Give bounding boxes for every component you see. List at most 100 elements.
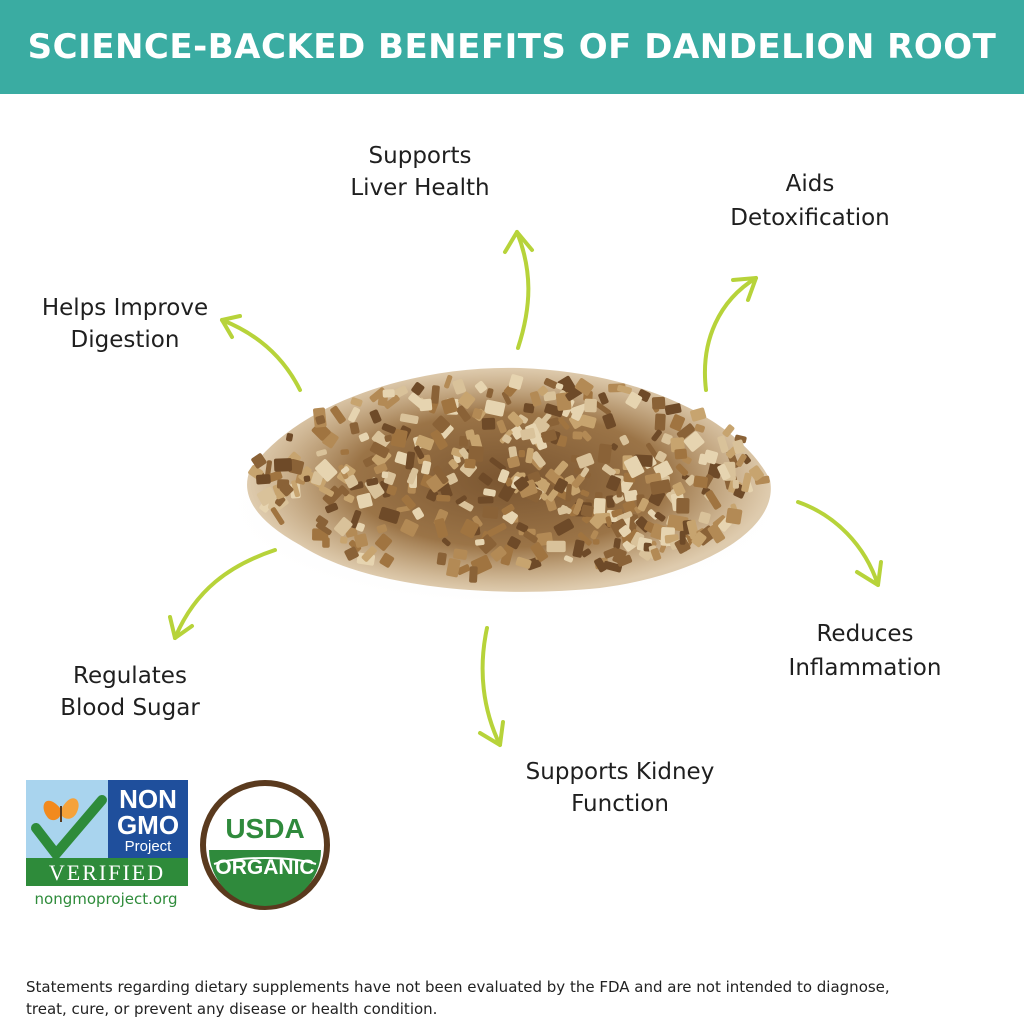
root-chip <box>523 530 538 543</box>
root-chip <box>516 522 529 533</box>
root-chip <box>436 494 451 502</box>
root-chip <box>674 537 691 554</box>
root-chip <box>572 539 585 558</box>
root-chip <box>654 511 666 522</box>
root-chip <box>560 505 572 515</box>
root-chip <box>669 414 686 432</box>
benefit-inflammation-line2: Inflammation <box>788 655 942 681</box>
root-chip <box>577 532 592 546</box>
benefit-liver-health: Supports Liver Health <box>330 140 510 204</box>
root-chip <box>584 398 597 413</box>
root-chip <box>458 391 476 409</box>
root-chip <box>412 507 424 520</box>
root-chip <box>520 427 536 441</box>
root-chip <box>525 447 534 464</box>
root-chip <box>580 489 590 497</box>
root-chip <box>725 507 743 525</box>
root-chip <box>717 463 731 481</box>
root-chip <box>456 405 471 422</box>
root-chip <box>298 466 312 481</box>
benefit-inflammation-line1: Reduces <box>816 621 914 647</box>
root-chip <box>459 447 471 461</box>
root-chip <box>448 459 459 470</box>
root-chip <box>472 408 483 420</box>
root-chip <box>748 465 764 481</box>
root-chip <box>381 423 396 434</box>
root-chip <box>465 429 476 440</box>
checkmark-icon <box>31 795 107 862</box>
usda-bottom-text: ORGANIC <box>215 856 314 879</box>
root-chip <box>675 463 689 477</box>
root-chip <box>256 474 271 485</box>
root-chip <box>369 441 390 459</box>
root-chip <box>508 446 518 459</box>
root-chip <box>371 430 391 449</box>
root-chip <box>622 500 638 515</box>
root-chip <box>291 480 300 498</box>
root-chip <box>553 518 574 536</box>
root-chip <box>490 545 507 562</box>
root-chip <box>325 502 339 514</box>
root-chip <box>349 422 360 435</box>
root-chip <box>557 375 576 395</box>
root-chip <box>478 472 493 486</box>
root-chip <box>630 531 645 547</box>
root-chip <box>572 431 583 440</box>
root-chip <box>401 494 416 510</box>
root-chip <box>530 542 549 562</box>
root-chip <box>455 495 467 505</box>
root-chip <box>349 509 362 529</box>
root-chip <box>540 492 549 501</box>
root-chip <box>546 540 566 553</box>
benefit-digestion: Helps Improve Digestion <box>30 292 220 356</box>
root-chip <box>694 423 705 433</box>
root-chip <box>563 555 574 563</box>
root-chip <box>606 475 621 492</box>
root-chip <box>452 378 467 395</box>
root-chip <box>672 482 686 497</box>
root-chip <box>513 476 529 492</box>
root-chip <box>396 505 411 513</box>
root-chip <box>421 460 432 475</box>
root-chip <box>676 423 696 441</box>
benefit-blood-sugar: Regulates Blood Sugar <box>40 660 220 724</box>
nongmo-line2: GMO <box>117 810 179 840</box>
benefit-detoxification: Aids Detoxification <box>710 167 910 235</box>
root-chip <box>676 498 690 514</box>
root-chip <box>334 517 353 537</box>
root-chip <box>690 407 707 422</box>
root-chip <box>375 533 393 551</box>
root-chip <box>565 483 572 502</box>
root-chip <box>593 498 606 516</box>
root-chip <box>361 546 377 562</box>
root-chip <box>616 554 633 567</box>
root-chip <box>664 403 682 415</box>
root-chip <box>356 492 373 509</box>
root-chip <box>496 419 507 434</box>
root-chip <box>623 455 645 478</box>
root-chip <box>590 530 599 540</box>
root-chip <box>477 496 494 504</box>
root-chip <box>736 453 747 467</box>
page-title: SCIENCE-BACKED BENEFITS OF DANDELION ROO… <box>27 27 997 67</box>
root-chip <box>670 437 685 453</box>
root-chip <box>602 464 616 477</box>
root-chip <box>481 417 496 430</box>
root-chip <box>501 391 512 405</box>
fda-disclaimer: Statements regarding dietary supplements… <box>26 976 1006 1020</box>
root-chip <box>691 531 707 548</box>
nongmo-line1: NON <box>119 784 177 814</box>
root-chip <box>616 511 633 522</box>
root-chip <box>650 547 662 561</box>
root-chip <box>413 445 425 460</box>
root-chip <box>547 417 560 427</box>
benefit-kidney-line1: Supports Kidney <box>525 759 715 785</box>
root-chip <box>674 448 688 460</box>
root-chip <box>340 466 350 475</box>
root-chip <box>381 471 389 479</box>
root-chip <box>456 564 471 575</box>
root-chip <box>419 398 433 412</box>
root-chip <box>571 473 585 489</box>
root-chip <box>501 504 515 515</box>
root-chip <box>624 489 639 502</box>
